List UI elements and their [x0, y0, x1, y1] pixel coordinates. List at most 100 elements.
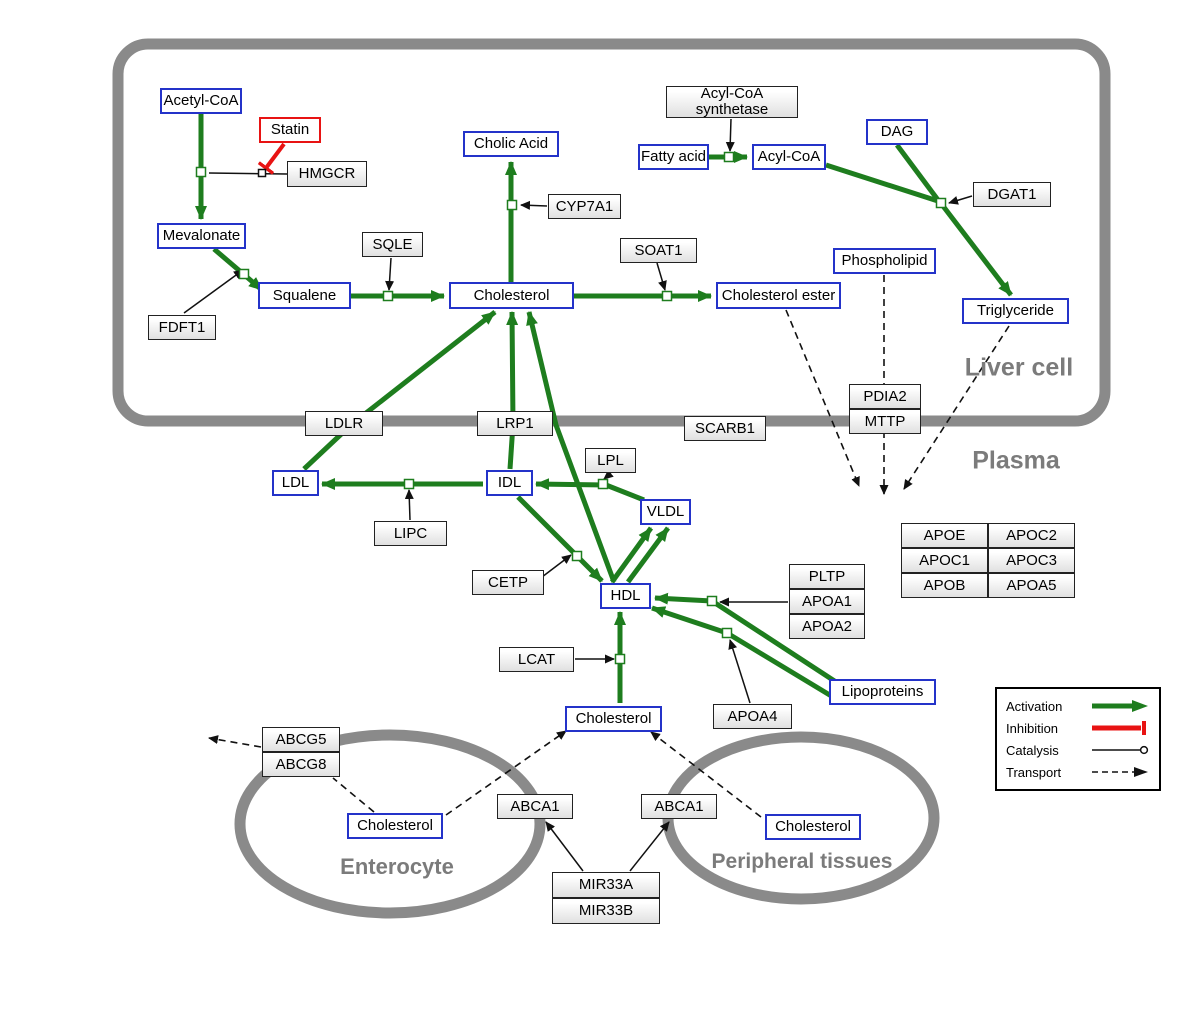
- node-triglyceride[interactable]: Triglyceride: [962, 298, 1069, 324]
- edge-hdl-cholesterol: [526, 311, 617, 583]
- node-fdft1[interactable]: FDFT1: [148, 315, 216, 340]
- node-pdia2[interactable]: PDIA2: [849, 384, 921, 409]
- node-apoc3[interactable]: APOC3: [988, 548, 1075, 573]
- edge-cholesterol-to-abcg: [332, 777, 375, 813]
- node-dgat1[interactable]: DGAT1: [973, 182, 1051, 207]
- reaction-node: [571, 550, 583, 562]
- node-phospholipid[interactable]: Phospholipid: [833, 248, 936, 274]
- node-idl[interactable]: IDL: [486, 470, 533, 496]
- edge-apoa4-catalysis: [728, 639, 751, 704]
- node-mevalonate[interactable]: Mevalonate: [157, 223, 246, 249]
- reaction-node: [614, 653, 626, 665]
- node-abca1-right[interactable]: ABCA1: [641, 794, 717, 819]
- node-apoa2[interactable]: APOA2: [789, 614, 865, 639]
- node-apoa4[interactable]: APOA4: [713, 704, 792, 729]
- node-lipoproteins[interactable]: Lipoproteins: [829, 679, 936, 705]
- legend-symbol-inhibition: [1092, 721, 1146, 735]
- edge-cholesterolester-to-plasma: [785, 309, 860, 487]
- edge-statin-inhibits-hmgcr: [257, 142, 286, 175]
- node-ldlr[interactable]: LDLR: [305, 411, 383, 436]
- junction-node: [257, 168, 267, 178]
- node-ldl[interactable]: LDL: [272, 470, 319, 496]
- node-cholic-acid[interactable]: Cholic Acid: [463, 131, 559, 157]
- node-cholesterol-enterocyte[interactable]: Cholesterol: [347, 813, 443, 839]
- region-liver: [112, 38, 1111, 427]
- node-apoc2[interactable]: APOC2: [988, 523, 1075, 548]
- node-apoa1[interactable]: APOA1: [789, 589, 865, 614]
- node-hdl[interactable]: HDL: [600, 583, 651, 609]
- node-squalene[interactable]: Squalene: [258, 282, 351, 309]
- edge-idl-cholesterol-via-lrp1: [506, 311, 519, 470]
- edge-cetp-catalysis: [541, 554, 572, 578]
- node-abcg8[interactable]: ABCG8: [262, 752, 340, 777]
- legend-label-activation: Activation: [1006, 698, 1063, 714]
- node-pltp[interactable]: PLTP: [789, 564, 865, 589]
- node-dag[interactable]: DAG: [866, 119, 928, 145]
- edge-dgat-node-triglyceride: [941, 204, 1013, 297]
- edge-hdl-vldl-2: [625, 526, 671, 584]
- edge-ldl-cholesterol-via-ldlr: [302, 310, 497, 471]
- node-lpl[interactable]: LPL: [585, 448, 636, 473]
- legend-item-inhibition: Inhibition: [1006, 717, 1150, 739]
- legend-symbol-catalysis: [1092, 745, 1149, 755]
- node-lrp1[interactable]: LRP1: [477, 411, 553, 436]
- node-apob[interactable]: APOB: [901, 573, 988, 598]
- node-apoe[interactable]: APOE: [901, 523, 988, 548]
- node-cholesterol-plasma[interactable]: Cholesterol: [565, 706, 662, 732]
- edge-hmgcr-catalysis: [208, 172, 288, 175]
- legend-label-inhibition: Inhibition: [1006, 720, 1059, 736]
- node-mttp[interactable]: MTTP: [849, 409, 921, 434]
- edge-soat1-catalysis: [656, 262, 667, 291]
- node-acetyl-coa[interactable]: Acetyl-CoA: [160, 88, 242, 114]
- edge-acylcoa-synthetase-catalysis: [725, 118, 735, 152]
- node-lipc[interactable]: LIPC: [374, 521, 447, 546]
- node-mir33b[interactable]: MIR33B: [552, 898, 660, 924]
- node-scarb1[interactable]: SCARB1: [684, 416, 766, 441]
- node-cetp[interactable]: CETP: [472, 570, 544, 595]
- reaction-node: [706, 595, 718, 607]
- node-soat1[interactable]: SOAT1: [620, 238, 697, 263]
- edge-acylcoa-dgat-node: [825, 162, 942, 205]
- node-hmgcr[interactable]: HMGCR: [287, 161, 367, 187]
- node-fatty-acid[interactable]: Fatty acid: [638, 144, 709, 170]
- node-acyl-coa[interactable]: Acyl-CoA: [752, 144, 826, 170]
- edge-mir33-abca1-left: [545, 821, 584, 872]
- node-vldl[interactable]: VLDL: [640, 499, 691, 525]
- edge-dag-dgat-node: [894, 143, 941, 202]
- reaction-node: [403, 478, 415, 490]
- reaction-node: [238, 268, 250, 280]
- edge-mevalonate-squalene: [212, 247, 264, 292]
- edge-vldl-idl: [535, 478, 645, 503]
- reaction-node: [382, 290, 394, 302]
- legend-symbol-transport: [1092, 767, 1148, 777]
- node-lcat[interactable]: LCAT: [499, 647, 574, 672]
- legend-label-transport: Transport: [1006, 764, 1062, 780]
- reaction-node: [721, 627, 733, 639]
- edge-dgat1-catalysis: [948, 195, 973, 205]
- node-cholesterol-liver[interactable]: Cholesterol: [449, 282, 574, 309]
- node-mir33a[interactable]: MIR33A: [552, 872, 660, 898]
- edge-lipc-catalysis: [404, 489, 414, 521]
- edge-sqle-catalysis: [385, 257, 395, 291]
- edge-lpl-catalysis: [603, 469, 614, 480]
- node-cholesterol-ester[interactable]: Cholesterol ester: [716, 282, 841, 309]
- edge-mir33-abca1-right: [629, 821, 670, 872]
- node-cyp7a1[interactable]: CYP7A1: [548, 194, 621, 219]
- reaction-node: [723, 151, 735, 163]
- node-abca1-left[interactable]: ABCA1: [497, 794, 573, 819]
- node-acyl-coa-synthetase[interactable]: Acyl-CoA synthetase: [666, 86, 798, 118]
- edge-triglyceride-to-plasma: [903, 325, 1010, 490]
- legend-label-catalysis: Catalysis: [1006, 742, 1059, 758]
- node-statin[interactable]: Statin: [259, 117, 321, 143]
- node-cholesterol-peripheral[interactable]: Cholesterol: [765, 814, 861, 840]
- node-sqle[interactable]: SQLE: [362, 232, 423, 257]
- node-apoc1[interactable]: APOC1: [901, 548, 988, 573]
- node-apoa5[interactable]: APOA5: [988, 573, 1075, 598]
- node-abcg5[interactable]: ABCG5: [262, 727, 340, 752]
- reaction-node: [935, 197, 947, 209]
- reaction-node: [597, 478, 609, 490]
